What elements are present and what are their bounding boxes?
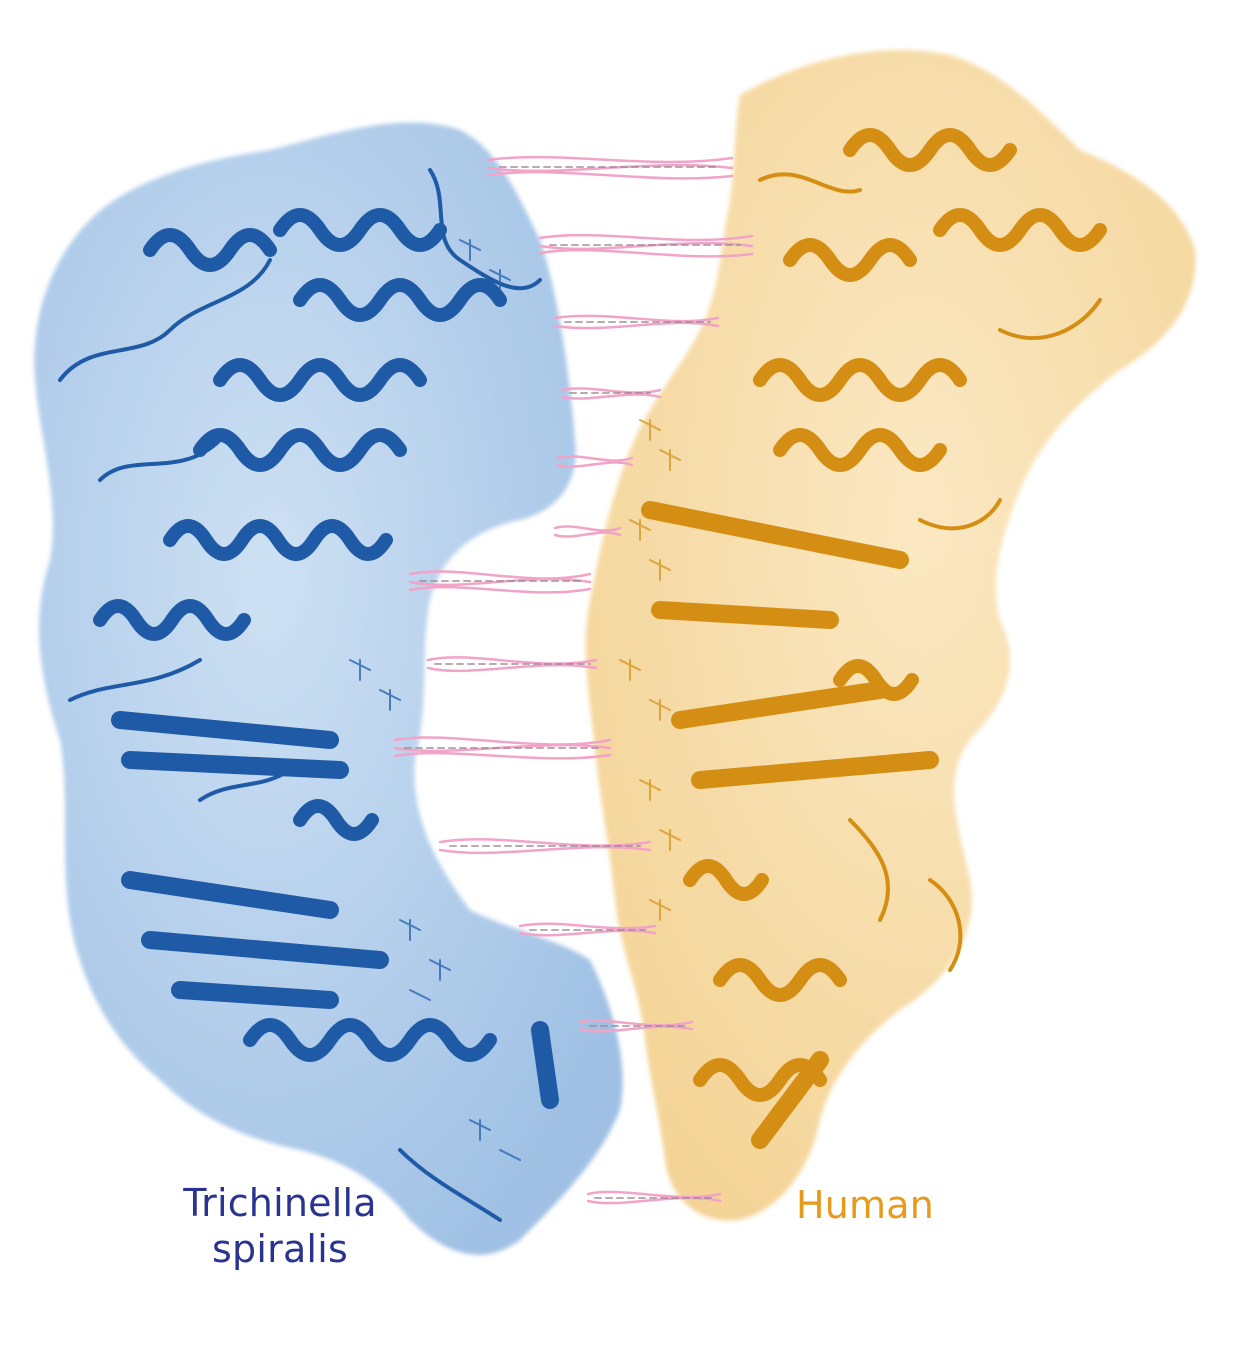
interaction-bridge [553,525,622,538]
interaction-bridge [553,314,720,330]
interaction-bridge [408,570,592,594]
trichinella-cartoon [58,168,559,1222]
human-label: Human [795,1183,935,1227]
trichinella-label-line2: spiralis [212,1227,348,1271]
interaction-bridge [438,838,652,855]
interaction-bridge [426,656,598,673]
human-protein-surface [585,49,1196,1221]
interaction-bridges [393,155,754,1205]
interaction-bridge [556,455,634,468]
interaction-bridge [578,1019,694,1033]
interaction-bridge [560,387,662,400]
trichinella-label: Trichinella spiralis [160,1180,400,1272]
interaction-bridge [518,922,657,937]
trichinella-label-line1: Trichinella [183,1181,377,1225]
human-cartoon [619,128,1107,1149]
interaction-bridge [486,155,734,180]
trichinella-protein-surface [34,122,623,1255]
